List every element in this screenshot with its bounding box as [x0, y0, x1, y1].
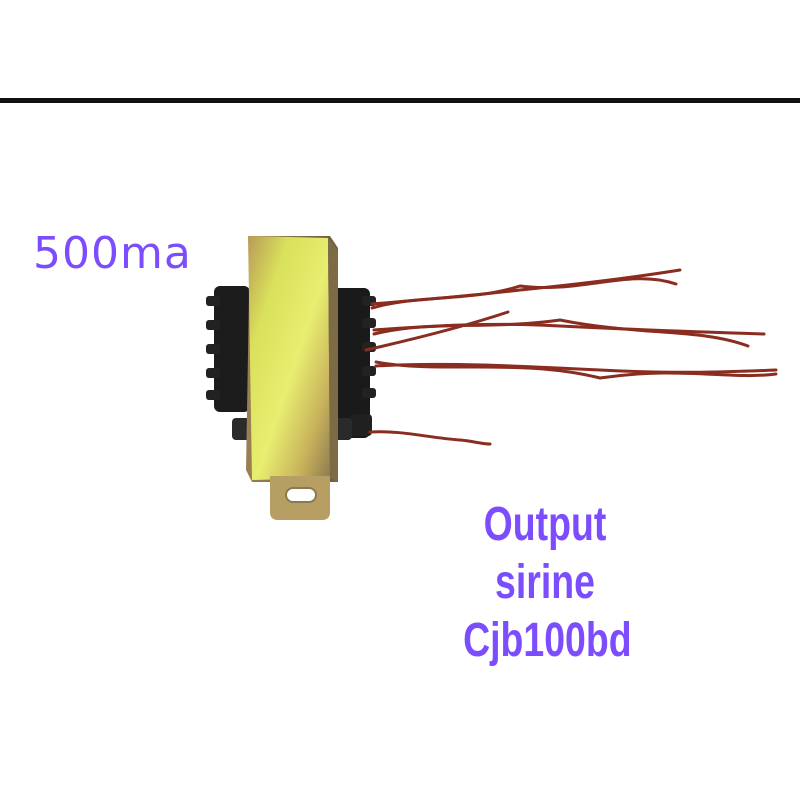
metal-bracket	[246, 236, 338, 520]
caption-line-3: Cjb100bd	[463, 614, 632, 667]
product-caption: Output sirine Cjb100bd	[463, 496, 632, 670]
caption-line-1: Output	[483, 498, 607, 551]
current-rating-text: 500ma	[33, 228, 192, 279]
wire-bundle	[364, 268, 778, 446]
top-divider	[0, 98, 800, 103]
caption-line-2: sirine	[495, 556, 595, 609]
core-left	[206, 286, 250, 412]
current-rating-label: 500ma	[33, 232, 192, 276]
